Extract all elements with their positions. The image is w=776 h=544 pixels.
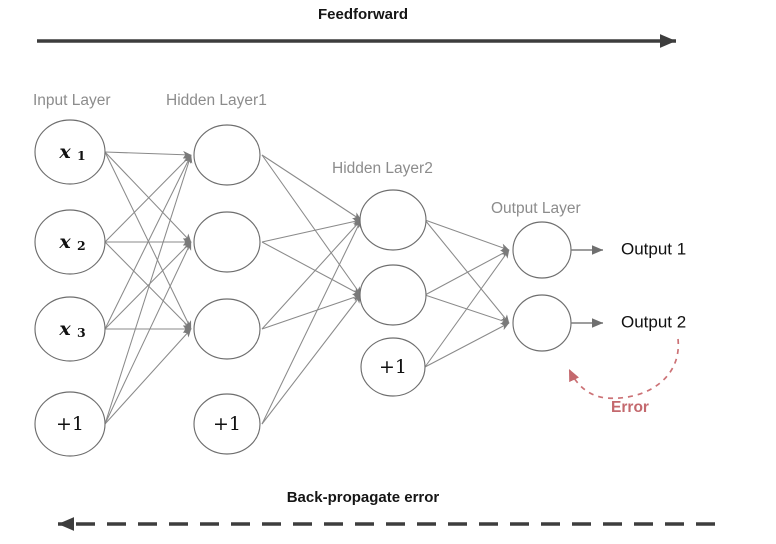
hidden-layer1-nodes: +1	[193, 124, 261, 455]
hidden-layer2-nodes: +1	[359, 189, 427, 397]
node-output-1	[512, 221, 572, 279]
error-label: Error	[611, 399, 649, 416]
edges-hidden2-to-output	[424, 219, 510, 368]
node-input-x2-label: x	[58, 231, 71, 253]
output-layer-nodes	[512, 221, 572, 352]
node-hidden1-1	[193, 124, 261, 186]
node-input-bias-label: +1	[56, 413, 84, 435]
node-hidden2-bias: +1	[360, 337, 426, 397]
node-input-x1-subscript: 1	[77, 148, 86, 163]
node-input-x2-subscript: 2	[77, 238, 86, 253]
node-hidden1-bias-label: +1	[213, 413, 241, 435]
input-layer-nodes: x 1 x 2 x 3 +1	[34, 119, 106, 457]
node-hidden1-3	[193, 298, 261, 360]
edges-input-to-hidden1	[104, 150, 193, 425]
output-layer-label: Output Layer	[491, 200, 581, 217]
backpropagate-title: Back-propagate error	[287, 489, 440, 506]
node-hidden1-bias: +1	[193, 393, 261, 455]
node-input-x2: x 2	[34, 209, 106, 275]
hidden-layer2-label: Hidden Layer2	[332, 160, 433, 177]
node-input-x3-label: x	[58, 318, 71, 340]
output-arrows	[571, 245, 604, 328]
error-arc	[568, 338, 680, 400]
node-hidden2-1	[359, 189, 427, 251]
node-input-bias: +1	[34, 391, 106, 457]
feedforward-title: Feedforward	[318, 6, 408, 23]
node-output-2	[512, 294, 572, 352]
node-hidden2-bias-label: +1	[379, 356, 407, 378]
input-layer-label: Input Layer	[33, 92, 111, 109]
node-hidden2-2	[359, 264, 427, 326]
output-2-label: Output 2	[621, 312, 686, 331]
node-input-x1-label: x	[58, 141, 71, 163]
edges-hidden1-to-hidden2	[261, 154, 362, 425]
hidden-layer1-label: Hidden Layer1	[166, 92, 267, 109]
node-input-x3-subscript: 3	[77, 325, 86, 340]
node-input-x1: x 1	[34, 119, 106, 185]
node-input-x3: x 3	[34, 296, 106, 362]
node-hidden1-2	[193, 211, 261, 273]
output-1-label: Output 1	[621, 239, 686, 258]
